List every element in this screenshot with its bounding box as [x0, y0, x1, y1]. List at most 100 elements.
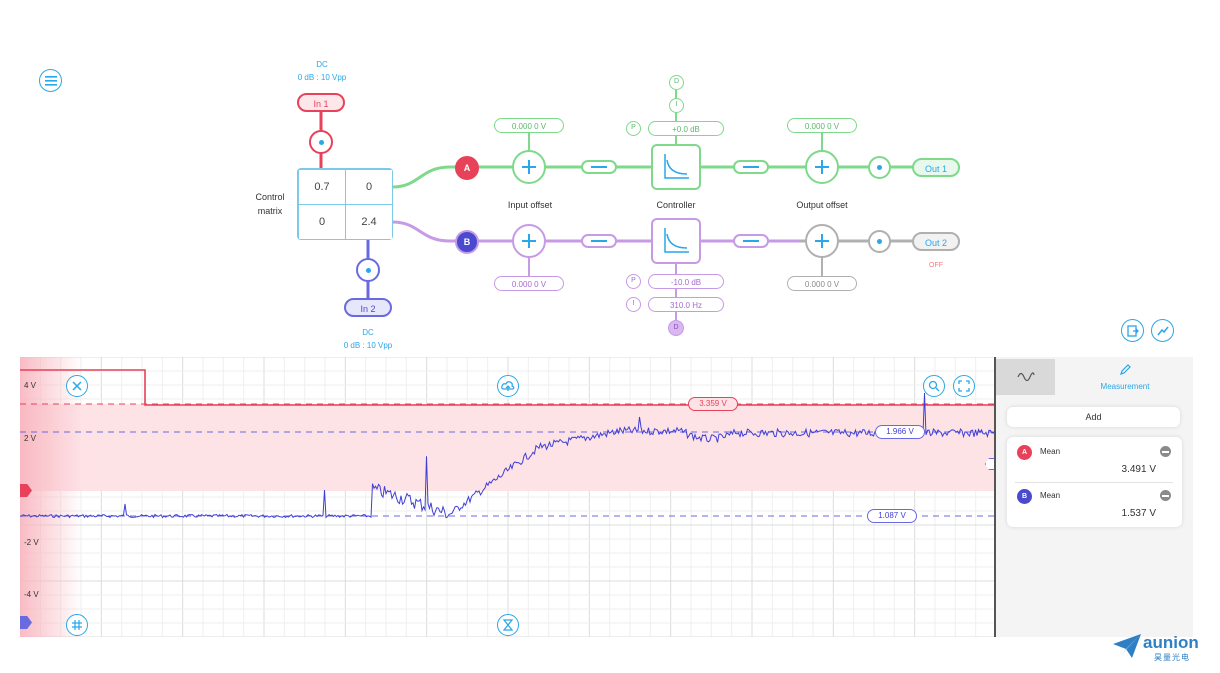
channel-a-p-label: P — [631, 124, 636, 131]
channel-a-p-badge[interactable]: P — [626, 121, 641, 136]
meas-a-badge-label: A — [1021, 449, 1028, 456]
in2-button[interactable]: In 2 — [344, 298, 392, 317]
in1-coupling: DC — [316, 60, 328, 69]
channel-a-input-sum[interactable] — [512, 150, 546, 184]
channel-a-output-sum[interactable] — [805, 150, 839, 184]
timebase-button[interactable] — [497, 614, 519, 636]
meas-b-value: 1.537 V — [1121, 508, 1156, 519]
input-offset-label: Input offset — [507, 200, 553, 210]
matrix-cell-22[interactable]: 2.4 — [346, 205, 392, 239]
channel-a-out-connector[interactable] — [868, 156, 891, 179]
meas-a-type: Mean — [1040, 447, 1061, 456]
channel-a-i-badge[interactable]: I — [669, 98, 684, 113]
scope-grid — [20, 357, 996, 637]
out2-state: OFF — [929, 262, 943, 269]
channel-b-offset-marker[interactable] — [20, 616, 32, 629]
out2-button[interactable]: Out 2 — [912, 232, 960, 251]
meas-a-remove-button[interactable] — [1160, 446, 1171, 457]
channel-b-p-badge[interactable]: P — [626, 274, 641, 289]
trend-button[interactable] — [1151, 319, 1174, 342]
meas-b-badge: B — [1017, 489, 1032, 504]
plus-icon — [815, 234, 829, 248]
channel-b-p-gain[interactable]: -10.0 dB — [648, 274, 724, 289]
channel-b-output-offset[interactable]: 0.000 0 V — [787, 276, 857, 291]
menu-button[interactable] — [39, 69, 62, 92]
matrix-label-1: Control — [255, 192, 285, 202]
channel-b-link-1[interactable] — [581, 234, 617, 248]
in1-connector[interactable] — [309, 130, 333, 154]
meas-a-badge: A — [1017, 445, 1032, 460]
channel-b-i-freq[interactable]: 310.0 Hz — [648, 297, 724, 312]
channel-a-badge[interactable]: A — [455, 156, 479, 180]
meas-a-value: 3.491 V — [1121, 464, 1156, 475]
logo-subtitle: 昊量光电 — [1154, 653, 1190, 662]
channel-b-out-connector[interactable] — [868, 230, 891, 253]
zoom-icon — [928, 380, 940, 392]
in2-connector[interactable] — [356, 258, 380, 282]
zoom-button[interactable] — [923, 375, 945, 397]
y-tick-minus4v: -4 V — [24, 590, 39, 599]
autoscale-button[interactable] — [953, 375, 975, 397]
matrix-cell-11[interactable]: 0.7 — [299, 170, 345, 204]
channel-a-link-2[interactable] — [733, 160, 769, 174]
channel-b-input-offset[interactable]: 0.000 0 V — [494, 276, 564, 291]
upload-button[interactable] — [497, 375, 519, 397]
channel-a-controller[interactable] — [651, 144, 701, 190]
channel-a-trace — [20, 369, 996, 406]
export-icon — [1126, 324, 1139, 337]
channel-a-p-gain[interactable]: +0.0 dB — [648, 121, 724, 136]
meas-b-remove-button[interactable] — [1160, 490, 1171, 501]
ch-a-level-tag[interactable]: 3.359 V — [688, 397, 738, 411]
channel-a-i-label: I — [675, 101, 678, 108]
y-tick-minus2v: -2 V — [24, 538, 39, 547]
plus-icon — [522, 160, 536, 174]
channel-b-badge[interactable]: B — [455, 230, 479, 254]
out1-button[interactable]: Out 1 — [912, 158, 960, 177]
export-button[interactable] — [1121, 319, 1144, 342]
in2-coupling: DC — [362, 328, 374, 337]
grid-icon — [72, 620, 82, 630]
menu-icon — [44, 75, 57, 86]
channel-a-offset-marker[interactable] — [20, 484, 32, 497]
in2-range: 0 dB : 10 Vpp — [343, 341, 393, 350]
ch-b-upper-tag[interactable]: 1.966 V — [875, 425, 925, 439]
matrix-cell-12[interactable]: 0 — [346, 170, 392, 204]
channel-a-output-offset[interactable]: 0.000 0 V — [787, 118, 857, 133]
block-diagram-wires — [319, 90, 960, 320]
close-plot-button[interactable] — [66, 375, 88, 397]
channel-b-trace — [20, 392, 996, 519]
measurement-tab[interactable]: Measurement — [1060, 359, 1190, 395]
hourglass-icon — [503, 619, 513, 631]
waveform-tab[interactable] — [996, 359, 1055, 395]
controller-plot-icon — [664, 154, 689, 179]
channel-b-input-sum[interactable] — [512, 224, 546, 258]
y-tick-2v: 2 V — [24, 434, 37, 443]
channel-b-controller[interactable] — [651, 218, 701, 264]
add-measurement-button[interactable]: Add — [1007, 407, 1180, 427]
channel-b-d-badge[interactable]: D — [668, 320, 684, 336]
add-measurement-label: Add — [1085, 412, 1102, 422]
pencil-icon — [1120, 364, 1131, 375]
output-offset-label: Output offset — [796, 200, 848, 210]
measurement-tab-label: Measurement — [1100, 382, 1150, 391]
channel-a-input-offset[interactable]: 0.000 0 V — [494, 118, 564, 133]
channel-b-i-badge[interactable]: I — [626, 297, 641, 312]
channel-a-badge-label: A — [463, 163, 471, 173]
scope-plot[interactable] — [20, 357, 996, 637]
logo-name: aunion — [1143, 633, 1199, 652]
channel-b-link-2[interactable] — [733, 234, 769, 248]
grid-button[interactable] — [66, 614, 88, 636]
fit-icon — [958, 380, 970, 392]
channel-a-d-badge[interactable]: D — [669, 75, 684, 90]
channel-a-link-1[interactable] — [581, 160, 617, 174]
channel-b-p-label: P — [631, 277, 636, 284]
matrix-cell-21[interactable]: 0 — [299, 205, 345, 239]
channel-b-badge-label: B — [463, 237, 471, 247]
waveform-icon — [1016, 372, 1035, 382]
in1-button[interactable]: In 1 — [297, 93, 345, 112]
left-fade — [20, 357, 82, 637]
ch-b-lower-tag[interactable]: 1.087 V — [867, 509, 917, 523]
plus-icon — [815, 160, 829, 174]
channel-b-output-sum[interactable] — [805, 224, 839, 258]
aunion-logo-icon — [1113, 634, 1141, 658]
